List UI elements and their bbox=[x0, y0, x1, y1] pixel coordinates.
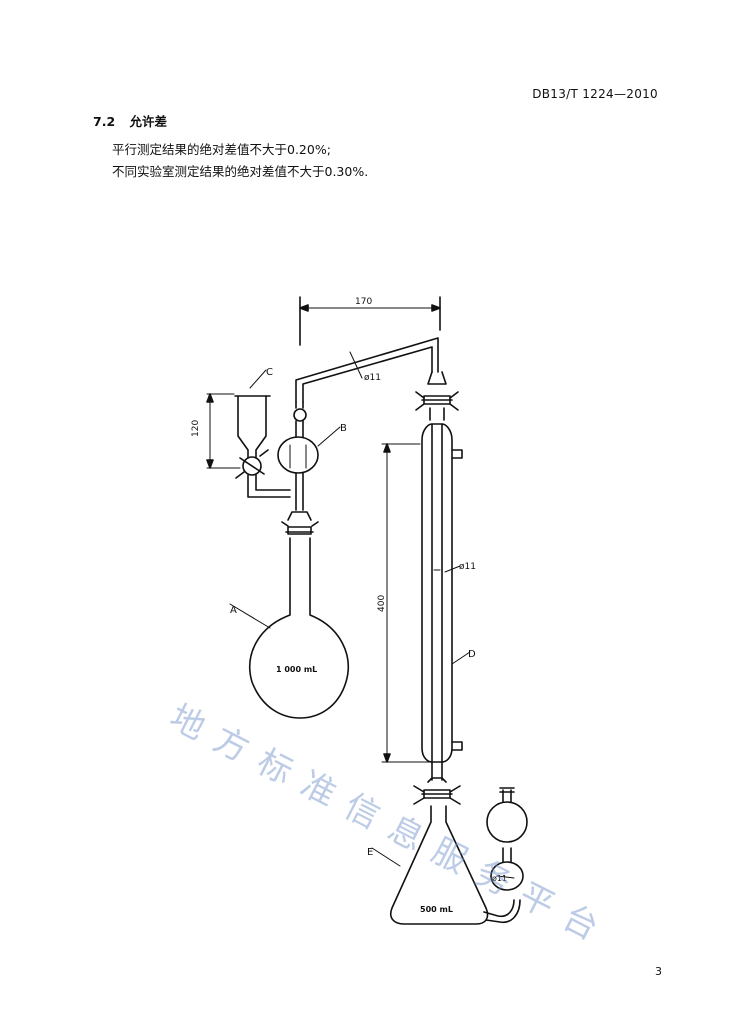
flask-a: A 1 000 mL bbox=[229, 537, 350, 719]
dimension-170: 170 bbox=[299, 296, 441, 346]
label-d: D bbox=[468, 649, 476, 660]
label-a: A bbox=[230, 605, 237, 616]
flask-a-volume: 1 000 mL bbox=[276, 665, 317, 674]
dim-400-label: 400 bbox=[377, 595, 387, 612]
label-b: B bbox=[340, 423, 347, 434]
connecting-tube: ø11 bbox=[295, 337, 439, 403]
bulb-b: B bbox=[277, 401, 347, 511]
diam-label-3: ø11 bbox=[492, 874, 507, 883]
condenser-d: D ø11 400 bbox=[377, 371, 476, 805]
joint-a bbox=[281, 511, 319, 535]
flask-e-volume: 500 mL bbox=[420, 905, 453, 914]
dim-170-label: 170 bbox=[355, 297, 372, 307]
diam-label-1: ø11 bbox=[364, 373, 381, 383]
page-number: 3 bbox=[655, 965, 662, 978]
dim-120-label: 120 bbox=[191, 420, 201, 437]
label-c: C bbox=[266, 367, 273, 378]
section-heading: 7.2 允许差 bbox=[93, 111, 167, 130]
paragraph-parallel-tolerance: 平行测定结果的绝对差值不大于0.20%; bbox=[112, 142, 331, 157]
funnel-c: C 120 bbox=[191, 367, 291, 498]
section-number: 7.2 bbox=[93, 114, 116, 129]
paragraph-interlab-tolerance: 不同实验室测定结果的绝对差值不大于0.30%. bbox=[112, 164, 369, 179]
absorption-bulbs: ø11 bbox=[483, 787, 528, 924]
standard-code: DB13/T 1224—2010 bbox=[532, 87, 658, 101]
label-e: E bbox=[367, 847, 373, 858]
section-title: 允许差 bbox=[129, 114, 168, 129]
diam-label-2: ø11 bbox=[459, 562, 476, 572]
